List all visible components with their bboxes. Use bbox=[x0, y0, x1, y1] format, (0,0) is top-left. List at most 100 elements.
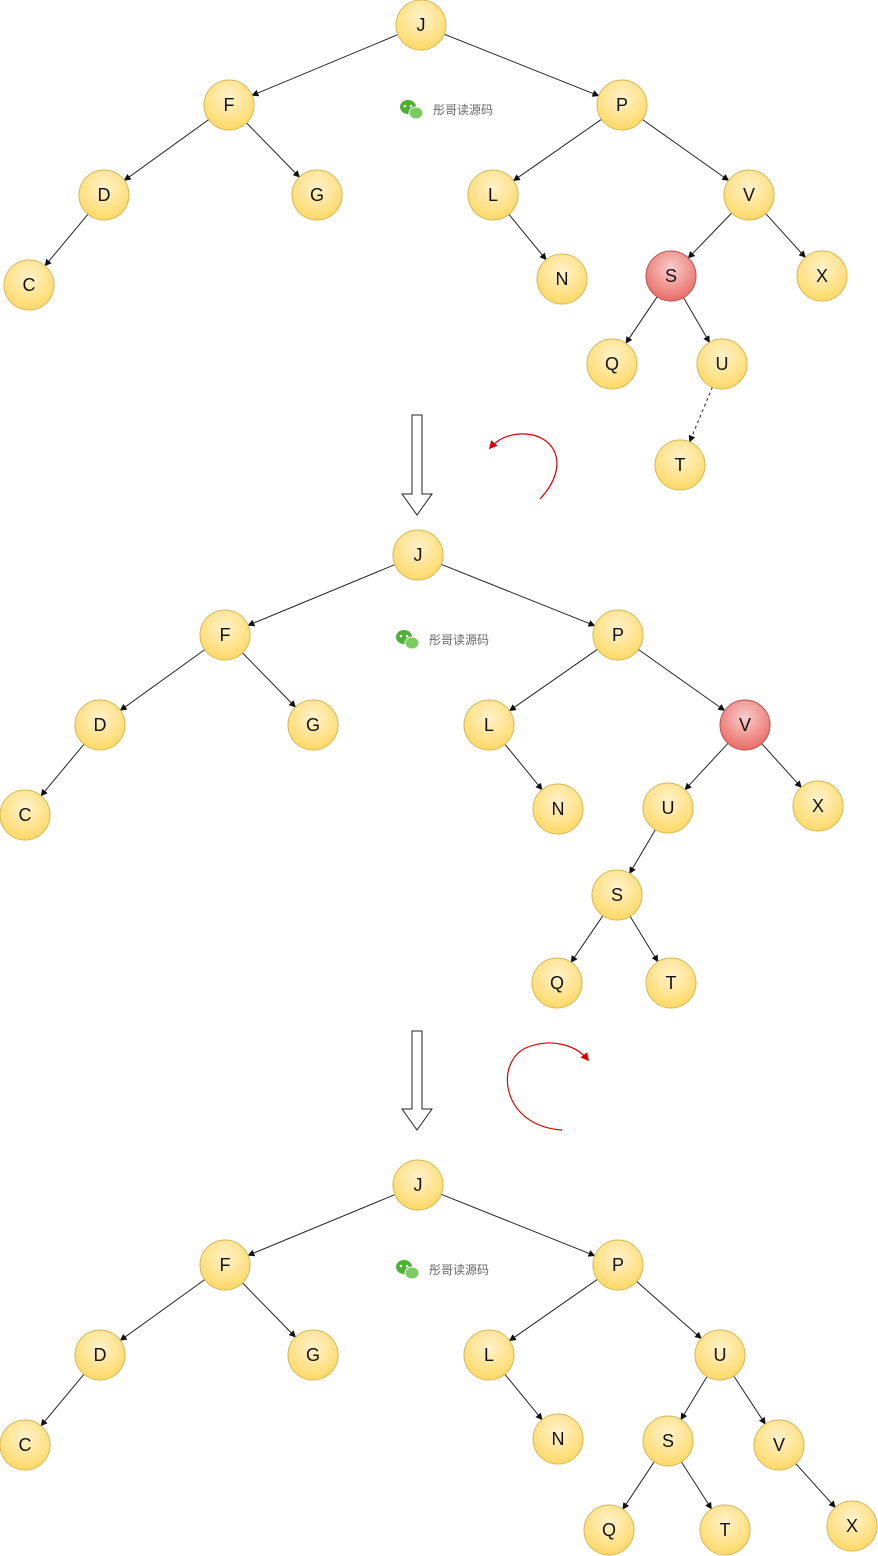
node-label: F bbox=[220, 1255, 231, 1275]
rotation-arrow-clockwise bbox=[506, 1042, 590, 1131]
watermark-text: 彤哥读源码 bbox=[429, 633, 489, 647]
wechat-icon bbox=[396, 630, 420, 650]
node-circle bbox=[203, 79, 255, 131]
edge-f-g-stage-1 bbox=[246, 122, 300, 178]
edge-j-p-stage-1 bbox=[444, 33, 600, 97]
edge-s-t-stage-2 bbox=[629, 916, 659, 963]
watermark: 彤哥读源码 bbox=[396, 1260, 489, 1280]
node-circle bbox=[694, 1329, 746, 1381]
edge-s-q-stage-3 bbox=[622, 1461, 655, 1510]
node-j-stage-3: J bbox=[392, 1159, 444, 1211]
node-circle bbox=[392, 1159, 444, 1211]
node-circle bbox=[596, 79, 648, 131]
node-label: S bbox=[662, 1431, 674, 1451]
node-circle bbox=[753, 1419, 805, 1471]
node-f-stage-3: F bbox=[199, 1239, 251, 1291]
node-circle bbox=[592, 609, 644, 661]
edge-s-q-stage-2 bbox=[570, 915, 604, 963]
node-p-stage-2: P bbox=[592, 609, 644, 661]
node-f-stage-2: F bbox=[199, 609, 251, 661]
node-circle bbox=[78, 169, 130, 221]
edge-p-l-stage-3 bbox=[508, 1278, 598, 1342]
node-u-stage-3: U bbox=[694, 1329, 746, 1381]
node-label: S bbox=[665, 266, 677, 286]
rotation-arrow-counter-clockwise bbox=[488, 433, 558, 500]
node-t-stage-2: T bbox=[645, 957, 697, 1009]
edge-p-u-stage-3 bbox=[636, 1281, 702, 1339]
node-q-stage-1: Q bbox=[586, 338, 638, 390]
node-circle bbox=[723, 169, 775, 221]
node-q-stage-3: Q bbox=[583, 1504, 635, 1556]
edge-p-l-stage-1 bbox=[512, 118, 602, 182]
node-circle bbox=[0, 1419, 51, 1471]
edge-p-l-stage-2 bbox=[508, 648, 598, 712]
node-circle bbox=[796, 250, 848, 302]
node-n-stage-3: N bbox=[532, 1413, 584, 1465]
node-circle bbox=[532, 783, 584, 835]
node-circle bbox=[74, 699, 126, 751]
node-label: D bbox=[94, 1345, 107, 1365]
node-c-stage-3: C bbox=[0, 1419, 51, 1471]
node-s-stage-1: S bbox=[645, 250, 697, 302]
node-label: N bbox=[552, 799, 565, 819]
edge-f-g-stage-3 bbox=[242, 1282, 296, 1338]
node-circle bbox=[792, 780, 844, 832]
node-circle bbox=[74, 1329, 126, 1381]
node-v-stage-2: V bbox=[719, 699, 771, 751]
node-c-stage-1: C bbox=[3, 259, 55, 311]
edge-l-n-stage-1 bbox=[508, 213, 547, 261]
node-circle bbox=[645, 250, 697, 302]
node-label: C bbox=[23, 275, 36, 295]
node-label: C bbox=[19, 805, 32, 825]
node-label: L bbox=[484, 715, 494, 735]
edge-j-p-stage-3 bbox=[441, 1193, 596, 1257]
node-circle bbox=[395, 0, 447, 51]
node-v-stage-1: V bbox=[723, 169, 775, 221]
edge-u-s-stage-3 bbox=[680, 1376, 708, 1421]
node-circle bbox=[467, 169, 519, 221]
edge-j-f-stage-3 bbox=[247, 1194, 396, 1257]
edge-d-c-stage-3 bbox=[40, 1373, 85, 1427]
node-label: F bbox=[224, 95, 235, 115]
node-label: J bbox=[417, 15, 426, 35]
edge-v-x-stage-2 bbox=[761, 743, 802, 788]
edge-f-d-stage-3 bbox=[119, 1279, 205, 1341]
edge-s-t-stage-3 bbox=[681, 1461, 712, 1510]
node-label: J bbox=[414, 1175, 423, 1195]
node-u-stage-1: U bbox=[696, 338, 748, 390]
node-n-stage-2: N bbox=[532, 783, 584, 835]
wechat-icon bbox=[400, 100, 424, 120]
edge-u-t-stage-1 bbox=[688, 386, 713, 443]
node-circle bbox=[199, 609, 251, 661]
node-x-stage-3: X bbox=[826, 1500, 878, 1552]
edge-d-c-stage-2 bbox=[40, 743, 85, 797]
node-circle bbox=[463, 1329, 515, 1381]
node-circle bbox=[536, 253, 588, 305]
node-label: T bbox=[720, 1520, 731, 1540]
node-n-stage-1: N bbox=[536, 253, 588, 305]
node-circle bbox=[531, 957, 583, 1009]
node-circle bbox=[645, 957, 697, 1009]
node-v-stage-3: V bbox=[753, 1419, 805, 1471]
node-label: X bbox=[816, 266, 828, 286]
node-label: F bbox=[220, 625, 231, 645]
edge-d-c-stage-1 bbox=[44, 213, 89, 267]
node-label: Q bbox=[602, 1520, 616, 1540]
edge-v-u-stage-2 bbox=[684, 742, 729, 791]
node-q-stage-2: Q bbox=[531, 957, 583, 1009]
node-circle bbox=[532, 1413, 584, 1465]
node-label: N bbox=[556, 269, 569, 289]
node-d-stage-1: D bbox=[78, 169, 130, 221]
node-s-stage-2: S bbox=[591, 869, 643, 921]
edge-s-q-stage-1 bbox=[625, 296, 658, 344]
node-circle bbox=[699, 1504, 751, 1556]
edge-v-s-stage-1 bbox=[687, 212, 733, 259]
node-label: L bbox=[488, 185, 498, 205]
node-g-stage-3: G bbox=[287, 1329, 339, 1381]
node-label: P bbox=[612, 625, 624, 645]
edge-l-n-stage-3 bbox=[504, 1373, 543, 1421]
edge-v-x-stage-1 bbox=[765, 213, 806, 258]
node-u-stage-2: U bbox=[642, 782, 694, 834]
node-x-stage-1: X bbox=[796, 250, 848, 302]
